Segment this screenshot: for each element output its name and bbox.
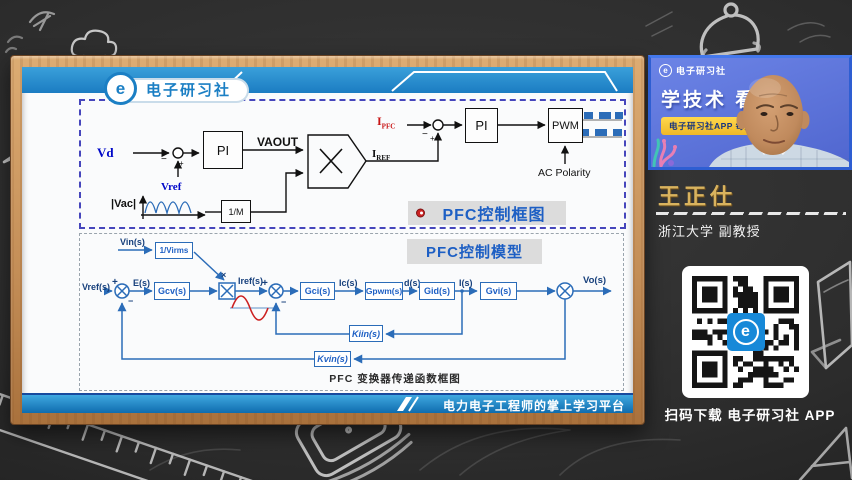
video-brand-logo-icon: e (659, 64, 672, 77)
signal-ipfc: IPFC (377, 114, 395, 130)
iref-main: I (372, 148, 377, 160)
signal-vin-s: Vin(s) (120, 237, 145, 247)
signal-vaout: VAOUT (257, 135, 299, 149)
brand-logo-icon: e (104, 72, 137, 105)
brand-logo-text: 电子研习社 (118, 78, 250, 103)
sum-a-minus: − (128, 296, 134, 306)
gvi-block: Gvi(s) (480, 282, 517, 300)
sum-b-plus: + (262, 278, 268, 289)
ac-polarity-label: AC Polarity (538, 167, 591, 179)
upper-diagram-title: PFC控制框图 (408, 201, 566, 225)
chalk-set-square-icon (798, 426, 852, 480)
presenter-name: 王正仕 (658, 184, 737, 209)
chalk-bell-icon (699, 2, 761, 61)
footer-bar: 电力电子工程师的掌上学习平台 (22, 393, 633, 413)
upper-title-text: PFC控制框图 (442, 207, 546, 224)
presenter-video-panel: e 电子研习社 学技术 看 电子研习社APP 每周六 精 (648, 55, 852, 170)
sum2-plus: + (430, 134, 435, 143)
chalk-laptop-icon (810, 260, 852, 370)
iref-sub: REF (376, 154, 391, 163)
pwm-waveform-icon (581, 112, 623, 136)
sum-a-plus: + (112, 277, 118, 288)
qr-caption: 扫码下载 电子研习社 APP (664, 408, 836, 423)
video-logo-letter: e (663, 66, 668, 75)
whiteboard: e 电子研习社 (10, 55, 645, 425)
upper-diagram-lines (133, 112, 623, 220)
signal-vref: Vref (161, 181, 182, 193)
sum2-minus: − (422, 129, 428, 140)
brand-logo-letter: e (115, 78, 126, 98)
signal-i-s: I(s) (459, 278, 473, 288)
gci-block: Gci(s) (300, 282, 335, 300)
kvin-block: Kvin(s) (314, 351, 351, 367)
qr-code: e (682, 266, 809, 398)
coral-decoration-icon (652, 138, 677, 167)
bullet-icon (416, 208, 425, 218)
ipfc-sub: PFC (381, 122, 396, 131)
video-logo-text: 电子研习社 (676, 66, 727, 76)
kiin-block: Kiin(s) (349, 325, 383, 342)
footer-slash-icon (397, 396, 419, 412)
inv-m-block: 1/M (221, 200, 251, 223)
signal-vref-s: Vref(s) (82, 282, 111, 292)
presenter-figure (709, 75, 849, 167)
signal-iref-s: Iref(s) (238, 276, 264, 286)
presenter-title: 浙江大学 副教授 (658, 224, 761, 239)
lower-diagram-lines (103, 245, 612, 364)
video-headline: 学技术 看 (661, 90, 758, 111)
signal-vac: |Vac| (111, 198, 137, 210)
presenter-webcam-figure (652, 75, 849, 167)
signal-e-s: E(s) (133, 278, 151, 288)
qr-pattern (692, 276, 799, 388)
pwm-block: PWM (548, 108, 583, 143)
sum1-plus: + (179, 159, 184, 168)
gpwm-block: Gpwm(s) (365, 282, 403, 300)
signal-iref: IREF (372, 148, 390, 162)
video-brand-logo: e 电子研习社 (659, 64, 726, 77)
gid-block: Gid(s) (419, 282, 455, 300)
sum1-minus: − (161, 154, 167, 165)
slide-area: e 电子研习社 (22, 67, 633, 413)
sum-b-minus: − (281, 297, 287, 307)
ipfc-main: I (377, 114, 382, 128)
lower-diagram-caption: PFC 变换器传递函数框图 (329, 373, 461, 385)
virms-block: 1/Virms (155, 242, 193, 259)
pi-block-voltage: PI (203, 131, 243, 169)
chalk-scribble-icon (28, 11, 56, 32)
pfc-control-block-diagram: Vd − + Vref PI VAOUT |Vac| 1/M IPFC IREF… (79, 99, 626, 229)
footer-tagline: 电力电子工程师的掌上学习平台 (442, 399, 625, 413)
signal-d-s: d(s) (404, 278, 421, 288)
pfc-control-model-diagram: PFC控制模型 Vin(s) 1/Virms Vref(s) + − E(s) … (79, 233, 624, 391)
multiplier-times-label: × (221, 270, 227, 280)
signal-vo-s: Vo(s) (583, 275, 607, 286)
gcv-block: Gcv(s) (154, 282, 190, 300)
qr-logo-letter: e (732, 319, 759, 345)
qr-center-logo-icon: e (726, 313, 765, 351)
lower-diagram-title: PFC控制模型 (407, 239, 542, 264)
pi-block-current: PI (465, 108, 498, 143)
signal-vd: Vd (97, 145, 114, 160)
divider (656, 212, 846, 215)
signal-ic-s: Ic(s) (339, 278, 358, 288)
